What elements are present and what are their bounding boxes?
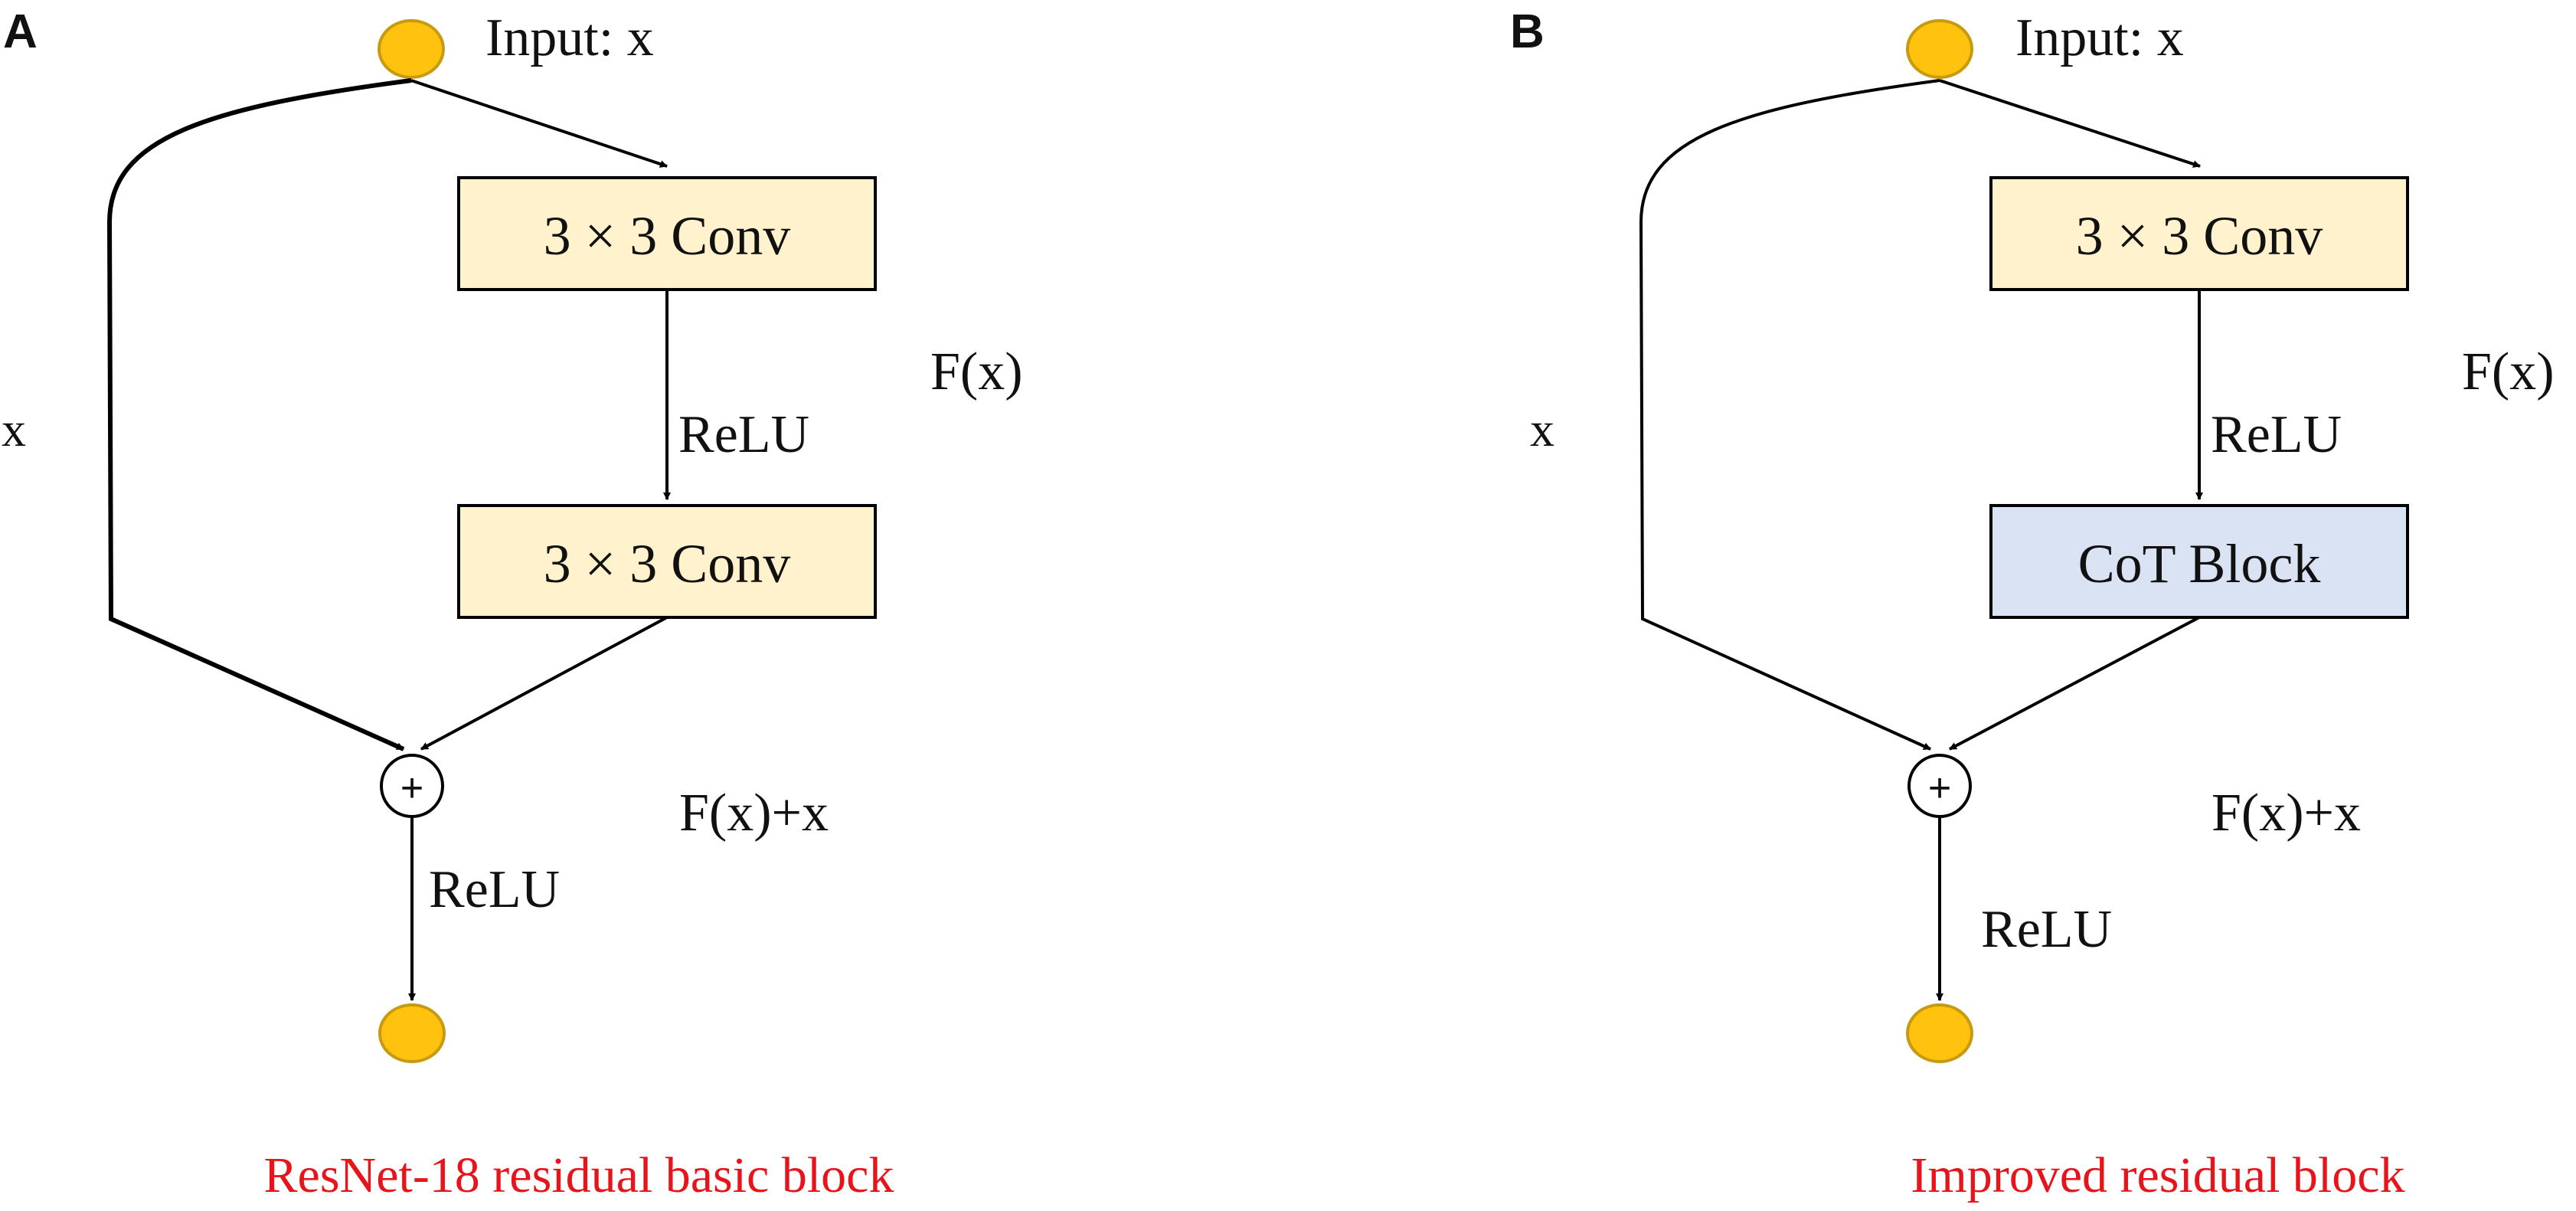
output-node [1906,1003,1973,1063]
input-to-conv-arrow [1939,79,2201,168]
panel-a-caption: ResNet-18 residual basic block [264,1147,894,1203]
shortcut-path [1639,79,1940,751]
residual-function-label: F(x) [930,342,1023,401]
panel-b-caption: Improved residual block [1911,1147,2404,1203]
input-to-conv-arrow [410,79,668,168]
conv-block-1 [457,176,877,291]
cot-block-label: CoT Block [2078,533,2321,594]
cot-to-sum-arrow [1949,616,2200,751]
input-label: Input: x [2015,8,2184,67]
output-node [378,1003,446,1063]
cot-block [1989,504,2409,619]
output-relu-label: ReLU [429,860,560,919]
sum-label: F(x)+x [2212,784,2361,843]
shortcut-path [106,78,412,751]
conv-block-2-label: 3 × 3 Conv [544,533,791,594]
shortcut-label: x [1530,402,1554,457]
panel-b: B Input: x x 3 × 3 Conv ReLU F(x) CoT Bl… [1510,5,2555,1203]
shortcut-label: x [2,402,26,457]
input-label: Input: x [485,8,654,67]
output-relu-label: ReLU [1981,900,2112,959]
inner-relu-label: ReLU [678,405,809,464]
conv-block-label: 3 × 3 Conv [2076,205,2323,267]
sum-symbol: + [400,766,423,810]
sum-label: F(x)+x [679,784,829,843]
conv-block [1989,176,2409,291]
input-node [1906,19,1973,79]
conv-block-2 [457,504,877,619]
panel-b-letter: B [1510,5,1545,58]
panel-a-letter: A [3,5,38,58]
inner-relu-label: ReLU [2211,405,2342,464]
input-node [378,19,445,79]
panel-a: A Input: x x 3 × 3 Conv ReLU F(x) 3 × 3 … [2,5,1023,1203]
conv-block-1-label: 3 × 3 Conv [544,205,791,267]
conv-to-sum-arrow [420,616,668,751]
sum-symbol: + [1928,766,1951,810]
residual-function-label: F(x) [2462,342,2555,401]
